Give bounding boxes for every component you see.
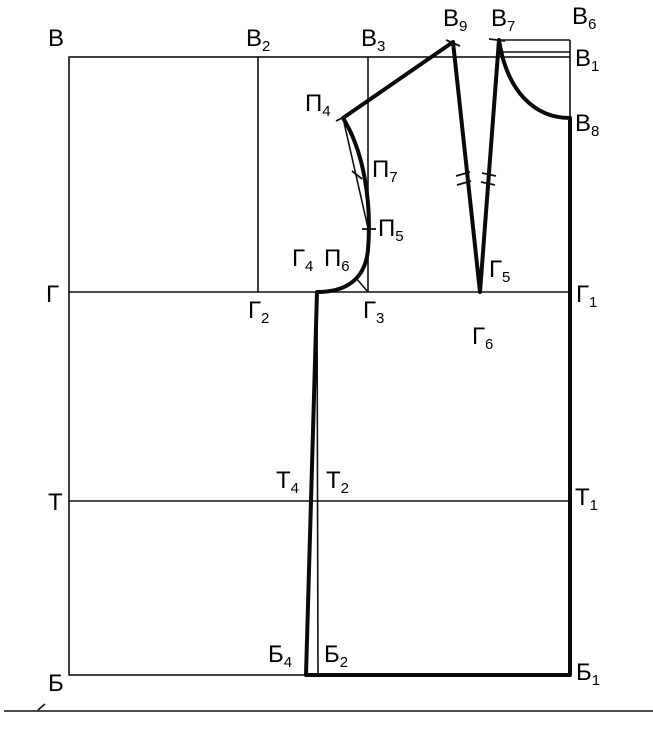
label-G6: Г6 — [472, 323, 493, 353]
label-Bt: Б — [48, 670, 64, 697]
label-Bt1: Б1 — [576, 659, 600, 689]
label-B6: В6 — [572, 3, 596, 33]
label-P4: П4 — [305, 90, 331, 120]
label-B8: В8 — [575, 110, 599, 140]
armhole-corner-bisector — [355, 277, 369, 293]
label-P5: П5 — [378, 215, 404, 245]
label-B9: В9 — [443, 5, 467, 35]
label-T2: Т2 — [326, 467, 349, 497]
label-G2: Г2 — [248, 297, 269, 327]
front-outline — [304, 38, 572, 677]
tick-marks — [335, 38, 506, 230]
label-B7: В7 — [491, 5, 515, 35]
label-B3: В3 — [361, 25, 385, 55]
label-B: В — [48, 25, 64, 52]
label-B2: В2 — [246, 25, 270, 55]
label-T4: Т4 — [276, 467, 299, 497]
label-G3: Г3 — [363, 297, 384, 327]
label-G5: Г5 — [489, 256, 510, 286]
label-T1: Т1 — [575, 484, 598, 514]
label-Bt4: Б4 — [268, 641, 292, 671]
stray-mark — [37, 703, 46, 711]
label-G1: Г1 — [576, 281, 597, 311]
label-Bt2: Б2 — [324, 641, 348, 671]
outer-frame — [68, 56, 571, 676]
label-B1: В1 — [575, 45, 599, 75]
label-P7: П7 — [372, 156, 398, 186]
construction-lines — [4, 39, 653, 712]
label-G4: Г4 — [292, 245, 313, 275]
bodice-outline — [304, 38, 572, 677]
label-T: Т — [48, 489, 63, 516]
point-labels: В В2 В3 В9 В7 В6 В1 В8 П4 П7 П5 П6 Г Г2 … — [46, 3, 600, 697]
label-G: Г — [46, 281, 59, 308]
label-P6: П6 — [324, 245, 350, 275]
